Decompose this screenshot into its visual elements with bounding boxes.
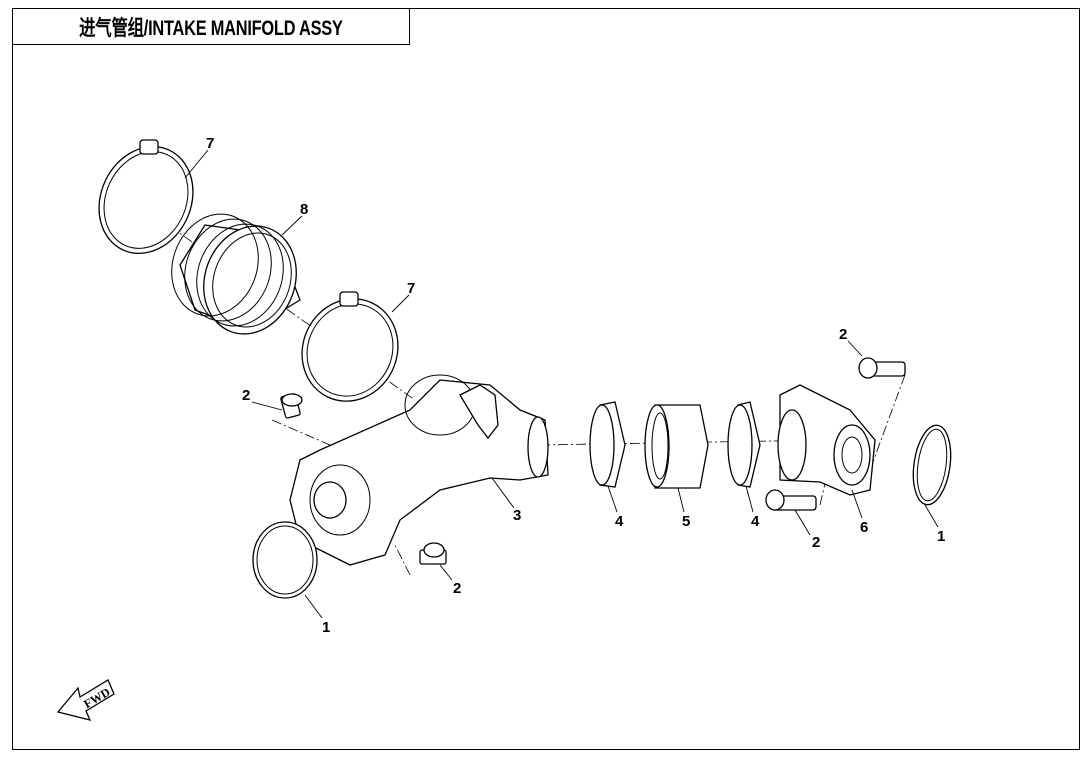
- leader-lines: [184, 149, 939, 619]
- callout-6: 6: [860, 519, 868, 536]
- o-ring-right: [912, 424, 952, 506]
- insulator: [644, 404, 709, 489]
- hose-clamp-upper: [98, 139, 194, 255]
- callout-2: 2: [812, 534, 820, 551]
- throttle-adapter: [777, 384, 876, 496]
- seal-ring: [589, 401, 626, 488]
- callout-4: 4: [615, 513, 624, 530]
- callout-2: 2: [839, 326, 847, 343]
- callout-8: 8: [300, 201, 308, 218]
- bolt: [419, 542, 447, 565]
- bolt: [765, 489, 817, 511]
- page-title: 进气管组/INTAKE MANIFOLD ASSY: [79, 16, 343, 40]
- callout-5: 5: [682, 513, 690, 530]
- callout-7: 7: [407, 280, 415, 297]
- title-box: 进气管组/INTAKE MANIFOLD ASSY: [12, 8, 410, 45]
- diagram-frame: [12, 8, 1080, 750]
- callout-3: 3: [513, 507, 521, 524]
- bolt: [858, 357, 906, 379]
- bolt: [280, 393, 303, 419]
- fwd-arrow-icon: FWD: [56, 679, 115, 721]
- callout-2: 2: [242, 387, 250, 404]
- intake-hose: [171, 213, 301, 335]
- callout-7: 7: [206, 135, 214, 152]
- centerline: [271, 419, 331, 446]
- callout-1: 1: [322, 619, 330, 636]
- callout-1: 1: [937, 528, 945, 545]
- hose-clamp-lower: [301, 291, 399, 402]
- o-ring-left: [252, 521, 318, 599]
- callout-2: 2: [453, 580, 461, 597]
- seal-ring: [727, 401, 761, 488]
- intake-manifold: [289, 374, 549, 566]
- centerline: [869, 374, 906, 471]
- centerline: [394, 544, 411, 576]
- callout-4: 4: [751, 513, 760, 530]
